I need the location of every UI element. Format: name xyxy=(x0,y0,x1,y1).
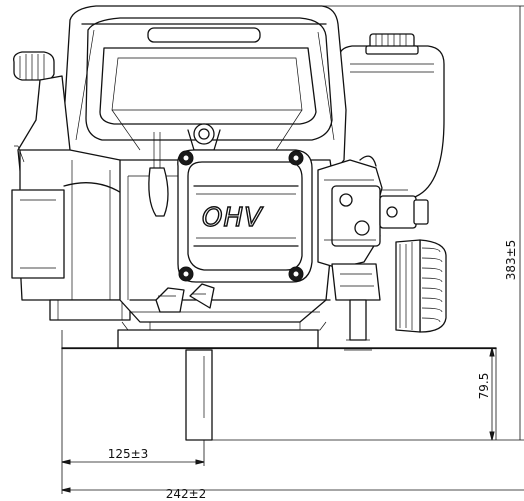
ribbed-knob xyxy=(395,239,447,333)
engine-cowl xyxy=(61,5,347,177)
carburetor xyxy=(317,155,429,351)
valve-cover-bolts xyxy=(178,150,304,282)
output-shaft xyxy=(185,349,213,441)
dimension-label-base-width: 242±2 xyxy=(166,487,207,501)
spark-plug-boss xyxy=(187,123,221,151)
dimension-label-total-height: 383±5 xyxy=(504,240,518,281)
dimension-label-shaft-height: 79.5 xyxy=(477,373,491,400)
left-housing xyxy=(11,75,131,321)
ohv-logo: OHV xyxy=(202,203,264,233)
fuel-cap xyxy=(365,33,419,55)
lower-bosses xyxy=(155,283,215,313)
dimension-label-shaft-offset: 125±3 xyxy=(108,447,149,461)
dimension-lines xyxy=(61,5,524,494)
oil-filler-cap xyxy=(13,51,55,81)
breather-tube xyxy=(148,132,169,217)
